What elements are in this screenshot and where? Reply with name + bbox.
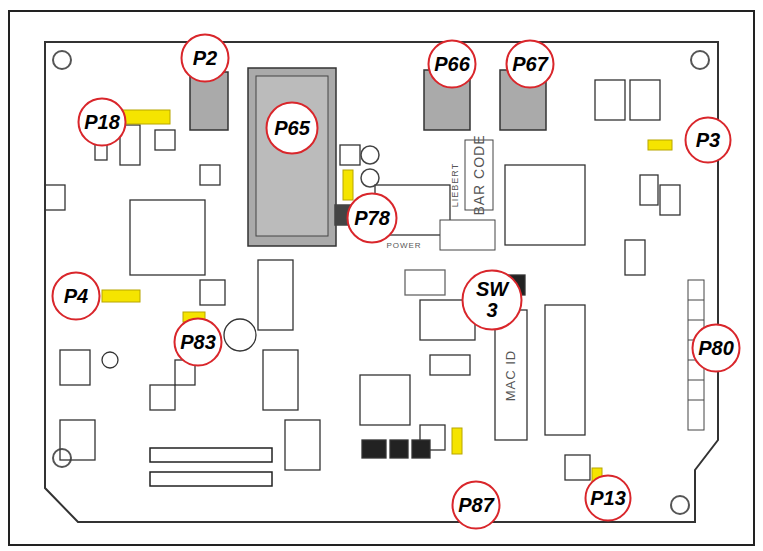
- callout-circle: P66: [427, 39, 477, 89]
- callout-number: SW 3: [474, 279, 510, 321]
- callout-circle: P78: [346, 192, 398, 244]
- callout-number: P78: [354, 208, 390, 229]
- callout-number: P65: [274, 118, 310, 139]
- callout-circle: P13: [584, 474, 632, 522]
- callout-number: P2: [193, 48, 217, 69]
- callout-number: P67: [512, 54, 548, 75]
- silkscreen-label: MAC ID: [504, 349, 519, 401]
- silkscreen-label: POWER: [386, 241, 421, 250]
- callout-circle: P67: [505, 39, 555, 89]
- callout-circle: P87: [451, 480, 501, 530]
- callout-number: P66: [434, 54, 470, 75]
- callout-number: P18: [84, 112, 120, 133]
- callout-number: P80: [698, 338, 734, 359]
- callout-circle: P2: [180, 33, 230, 83]
- callout-circle: P65: [265, 101, 319, 155]
- silkscreen-label: BAR CODE: [471, 134, 487, 215]
- callout-number: P4: [64, 286, 88, 307]
- callout-circle: P4: [51, 271, 101, 321]
- callout-number: P3: [696, 130, 720, 151]
- callout-number: P13: [590, 488, 626, 509]
- callout-number: P83: [180, 332, 216, 353]
- silkscreen-label: LIEBERT: [450, 163, 460, 207]
- callout-number: P87: [458, 495, 494, 516]
- callout-circle: P80: [691, 323, 741, 373]
- callout-circle: P83: [173, 317, 223, 367]
- callout-circle: P3: [684, 116, 732, 164]
- callout-circle: SW 3: [461, 269, 523, 331]
- callout-circle: P18: [77, 97, 127, 147]
